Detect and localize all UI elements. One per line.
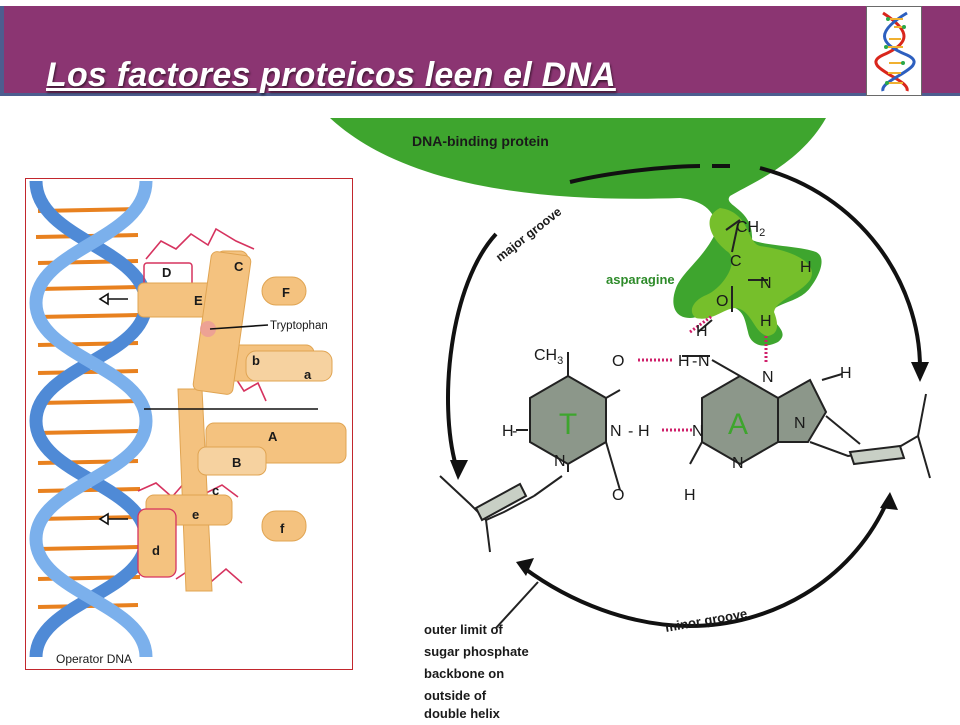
repressor-operator-svg: D C E F b a A B c e f d Tryptophan Opera… — [29, 180, 347, 666]
atom-n-asparagine: N — [760, 275, 772, 292]
atom-o-thymine-bottom: O — [612, 487, 624, 504]
atom-n-adenine-1: N — [692, 423, 704, 440]
atom-h-asparagine-1: H — [696, 323, 708, 340]
atom-n-thymine: N — [610, 423, 622, 440]
minor-groove-arc — [522, 503, 888, 629]
helix-label-b: b — [252, 353, 260, 368]
svg-text:outer limit of: outer limit of — [424, 622, 503, 637]
svg-text:double helix: double helix — [424, 706, 501, 720]
right-arc — [759, 166, 922, 369]
helix-label-c-lower: c — [212, 483, 219, 498]
dna-binding-protein-shape — [330, 118, 826, 346]
dna-strand-1 — [29, 180, 153, 658]
svg-text:-: - — [512, 423, 517, 440]
slide-title: Los factores proteicos leen el DNA — [46, 56, 616, 94]
svg-text:sugar phosphate: sugar phosphate — [424, 644, 529, 659]
protein-helices — [137, 250, 347, 592]
helix-label-A: A — [268, 429, 278, 444]
hydrogen-bond-svg: DNA-binding protein major groove minor g… — [330, 118, 931, 721]
ch2-label: CH2 — [736, 219, 765, 239]
major-groove-arc — [569, 164, 701, 184]
helix-label-e: E — [194, 293, 203, 308]
atom-o-asparagine: O — [716, 293, 728, 310]
helix-label-c: C — [234, 259, 244, 274]
atom-h-thymine: H — [638, 423, 650, 440]
svg-text:-: - — [628, 423, 633, 440]
svg-text:-: - — [692, 353, 697, 370]
title-banner — [0, 6, 960, 96]
helix-label-d-lower: d — [152, 543, 160, 558]
banner-left-rule — [0, 6, 4, 96]
dna-logo — [866, 6, 922, 96]
adenine-five-ring — [777, 378, 828, 443]
atom-h-adenine-8: H — [840, 365, 852, 382]
atom-c-asparagine: C — [730, 253, 742, 270]
helix-label-e-lower: e — [192, 507, 199, 522]
repressor-operator-figure: D C E F b a A B c e f d Tryptophan Opera… — [25, 178, 353, 670]
atom-h-adenine-bottom: H — [684, 487, 696, 504]
thymine-letter: T — [559, 408, 577, 441]
atom-h-left: H — [502, 423, 514, 440]
atom-n-amine: N — [698, 353, 710, 370]
annotation-arrows — [98, 292, 318, 526]
atom-n-thymine-bottom: N — [554, 453, 566, 470]
atom-n-adenine-bottom: N — [732, 455, 744, 472]
atom-o-thymine-top: O — [612, 353, 624, 370]
dna-strand-2 — [29, 180, 153, 658]
adenine-letter: A — [728, 408, 748, 441]
helix-label-f-lower: f — [280, 521, 285, 536]
tryptophan-label: Tryptophan — [270, 320, 328, 332]
major-groove-label: major groove — [493, 205, 564, 265]
svg-text:backbone on: backbone on — [424, 666, 504, 681]
asparagine-adenine-figure: DNA-binding protein major groove minor g… — [320, 112, 960, 721]
atom-n-adenine-7: N — [762, 369, 774, 386]
hydrogen-bonds — [638, 314, 768, 432]
svg-text:outside of: outside of — [424, 688, 487, 703]
helix-label-B: B — [232, 455, 241, 470]
minor-groove-label: minor groove — [664, 606, 748, 635]
operator-dna-caption: Operator DNA — [56, 652, 132, 666]
sugar-backbone — [439, 393, 931, 629]
helix-label-a: a — [304, 367, 312, 382]
atom-n-adenine-9: N — [794, 415, 806, 432]
protein-label: DNA-binding protein — [412, 133, 549, 149]
atom-h-asparagine-2: H — [800, 259, 812, 276]
backbone-note: outer limit of sugar phosphate backbone … — [424, 622, 529, 721]
ch3-label: CH3 — [534, 347, 563, 367]
dna-logo-icon — [874, 11, 916, 92]
asparagine-label: asparagine — [606, 272, 675, 287]
helix-label-f: F — [282, 285, 290, 300]
asparagine-side-chain — [691, 208, 812, 336]
helix-label-d: D — [162, 265, 171, 280]
atom-h-bridge-1: H — [678, 353, 690, 370]
left-arc — [446, 232, 498, 467]
atom-h-asparagine-3: H — [760, 313, 772, 330]
